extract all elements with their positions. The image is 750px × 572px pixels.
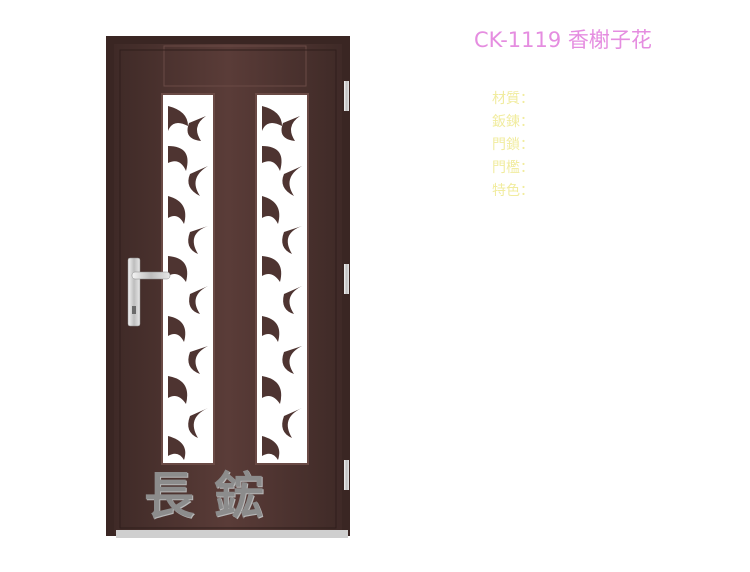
door-illustration: [106, 36, 350, 538]
door-inner-border: [119, 49, 337, 529]
door-top-panel: [163, 45, 307, 87]
spec-lock: 門鎖：: [492, 137, 534, 153]
right-scroll-pattern: [262, 106, 302, 460]
door-handle: [127, 257, 171, 327]
hinge-bottom: [344, 460, 349, 490]
brand-logo: 長鋐: [144, 466, 284, 525]
spec-material: 材質：: [492, 91, 534, 107]
door-product-image: 長鋐: [106, 36, 356, 540]
spec-list: 材質： 鈑鍊： 門鎖： 門檻： 特色：: [492, 88, 534, 203]
hinge-middle: [344, 264, 349, 294]
door-threshold: [116, 530, 348, 538]
left-scroll-pattern: [168, 106, 208, 460]
hinge-top: [344, 81, 349, 111]
product-title: CK-1119 香榭子花: [474, 28, 652, 52]
spec-feature: 特色：: [492, 183, 534, 199]
spec-threshold: 門檻：: [492, 160, 534, 176]
spec-hinge: 鈑鍊：: [492, 114, 534, 130]
